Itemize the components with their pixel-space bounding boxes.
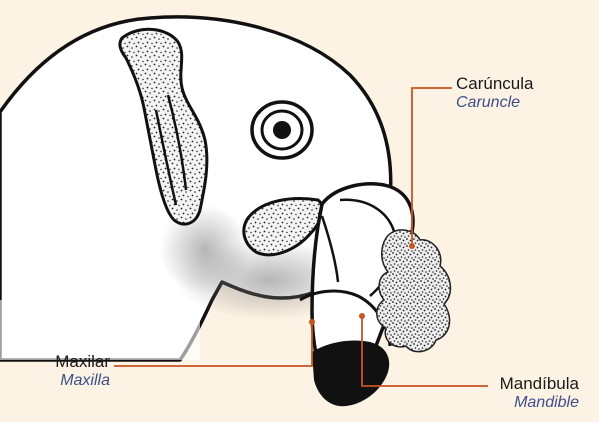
caruncle-leader-dot: [409, 243, 415, 249]
caruncle-label: Carúncula Caruncle: [456, 74, 534, 112]
mandible-label-spanish: Mandíbula: [500, 374, 579, 394]
mandible-leader-dot: [359, 313, 365, 319]
beak-dark-tip: [312, 340, 389, 406]
maxilla-label-english: Maxilla: [55, 372, 110, 390]
lower-edge-fade: [0, 300, 200, 360]
mandible-label: Mandíbula Mandible: [500, 374, 579, 412]
maxilla-label: Maxilar Maxilla: [55, 352, 110, 390]
maxilla-label-spanish: Maxilar: [55, 352, 110, 372]
maxilla-leader-dot: [309, 319, 315, 325]
caruncle-leader-line: [412, 88, 452, 246]
eye-pupil: [273, 121, 291, 139]
mandible-label-english: Mandible: [500, 394, 579, 412]
caruncle-label-english: Caruncle: [456, 94, 534, 112]
caruncle-label-spanish: Carúncula: [456, 74, 534, 94]
